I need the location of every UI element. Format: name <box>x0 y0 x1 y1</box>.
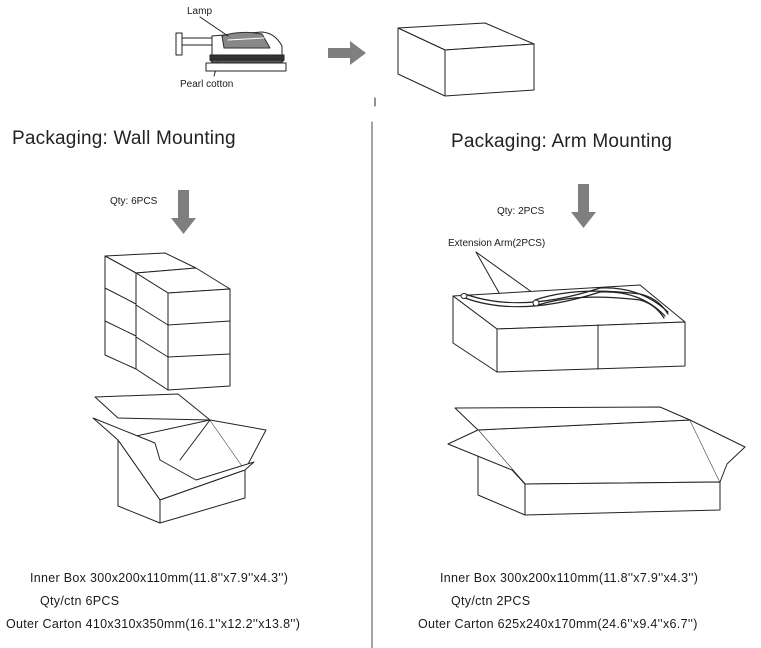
outer-carton-value: 625x240x170mm(24.6''x9.4''x6.7'') <box>497 617 698 631</box>
inner-box-value: 300x200x110mm(11.8''x7.9''x4.3'') <box>90 571 289 585</box>
arm-heading: Packaging: Arm Mounting <box>451 131 673 152</box>
box-stack-6 <box>104 252 231 391</box>
qty-ctn-label: Qty/ctn <box>451 594 493 608</box>
arrow-down-icon <box>571 184 596 228</box>
arm-outer-carton-row: Outer Carton 625x240x170mm(24.6''x9.4''x… <box>418 617 698 631</box>
arm-qty-ctn-row: Qty/ctn 2PCS <box>451 594 530 608</box>
closed-box <box>397 22 535 97</box>
wall-qty-ctn-row: Qty/ctn 6PCS <box>40 594 119 608</box>
inner-box-label: Inner Box <box>30 571 87 585</box>
extension-arm-label: Extension Arm(2PCS) <box>448 238 546 249</box>
inner-box-value: 300x200x110mm(11.8''x7.9''x4.3'') <box>500 571 699 585</box>
open-carton-wall <box>92 393 267 524</box>
wall-heading: Packaging: Wall Mounting <box>12 128 236 149</box>
arm-inner-box-row: Inner Box 300x200x110mm(11.8''x7.9''x4.3… <box>440 571 698 585</box>
pearl-cotton-pad <box>205 62 287 72</box>
wall-qty-label: Qty: 6PCS <box>110 196 158 207</box>
arrow-right-icon <box>328 41 366 65</box>
outer-carton-label: Outer Carton <box>418 617 494 631</box>
lamp-label: Lamp <box>187 6 213 17</box>
wall-outer-carton-row: Outer Carton 410x310x350mm(16.1''x12.2''… <box>6 617 300 631</box>
outer-carton-label: Outer Carton <box>6 617 82 631</box>
inner-box-label: Inner Box <box>440 571 497 585</box>
qty-ctn-label: Qty/ctn <box>40 594 82 608</box>
open-inner-box-arm <box>452 284 686 373</box>
open-carton-arm <box>447 406 746 516</box>
pearl-cotton-label: Pearl cotton <box>180 79 234 90</box>
qty-ctn-value: 6PCS <box>85 594 120 608</box>
wall-inner-box-row: Inner Box 300x200x110mm(11.8''x7.9''x4.3… <box>30 571 288 585</box>
arrow-down-icon <box>171 190 196 234</box>
outer-carton-value: 410x310x350mm(16.1''x12.2''x13.8'') <box>85 617 301 631</box>
qty-ctn-value: 2PCS <box>496 594 531 608</box>
arm-qty-label: Qty: 2PCS <box>497 206 545 217</box>
